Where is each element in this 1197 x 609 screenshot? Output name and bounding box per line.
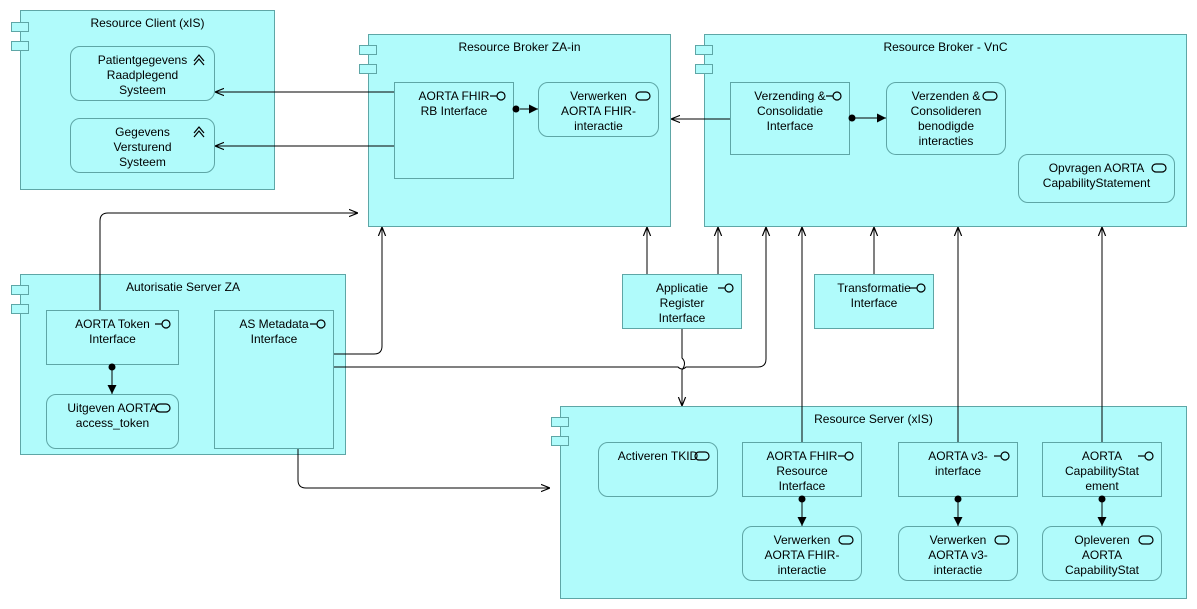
element-aorta-fhir-rb-interface[interactable]: AORTA FHIR RB Interface bbox=[394, 82, 514, 179]
interface-icon bbox=[994, 451, 1010, 461]
element-verwerken-fhir-za[interactable]: Verwerken AORTA FHIR-interactie bbox=[538, 82, 659, 137]
element-verwerken-fhir-rs[interactable]: Verwerken AORTA FHIR-interactie bbox=[742, 526, 862, 581]
component-title: Autorisatie Server ZA bbox=[125, 280, 241, 294]
element-uitgeven-token[interactable]: Uitgeven AORTA access_token bbox=[46, 394, 179, 449]
element-label: Applicatie Register Interface bbox=[655, 281, 709, 325]
connector-register-to-rs bbox=[682, 329, 685, 406]
component-title: Resource Broker - VnC bbox=[883, 40, 1008, 54]
element-aorta-capability-statement[interactable]: AORTA CapabilityStat ement bbox=[1042, 442, 1162, 497]
element-label: AORTA v3-interface bbox=[928, 449, 988, 478]
component-icon-tab bbox=[11, 304, 29, 314]
element-label: Transformatie Interface bbox=[837, 281, 911, 310]
element-label: Verzenden & Consolideren benodigde inter… bbox=[910, 89, 982, 148]
element-label: Activeren TKID bbox=[617, 449, 699, 463]
element-label: Patientgegevens Raadplegend Systeem bbox=[97, 53, 188, 97]
component-icon-tab bbox=[695, 45, 713, 55]
element-verwerken-v3[interactable]: Verwerken AORTA v3-interactie bbox=[898, 526, 1018, 581]
component-icon-tab bbox=[11, 41, 29, 51]
element-opleveren-capability[interactable]: Opleveren AORTA CapabilityStat bbox=[1042, 526, 1162, 581]
service-icon bbox=[994, 535, 1010, 545]
service-icon bbox=[1151, 163, 1167, 173]
element-verzending-consolidatie-interface[interactable]: Verzending & Consolidatie Interface bbox=[730, 82, 850, 155]
interface-icon bbox=[1138, 451, 1154, 461]
component-icon-tab bbox=[359, 64, 377, 74]
service-icon bbox=[155, 403, 171, 413]
interface-icon bbox=[838, 451, 854, 461]
element-label: Opleveren AORTA CapabilityStat bbox=[1064, 533, 1140, 577]
element-as-metadata-interface[interactable]: AS Metadata Interface bbox=[214, 310, 334, 449]
component-title: Resource Broker ZA-in bbox=[458, 40, 581, 54]
element-label: Uitgeven AORTA access_token bbox=[67, 401, 158, 430]
component-icon-tab bbox=[11, 285, 29, 295]
element-aorta-v3-interface[interactable]: AORTA v3-interface bbox=[898, 442, 1018, 497]
element-label: Verwerken AORTA FHIR-interactie bbox=[561, 89, 636, 133]
element-verzenden-consolideren[interactable]: Verzenden & Consolideren benodigde inter… bbox=[886, 82, 1006, 155]
element-activeren-tkid[interactable]: Activeren TKID bbox=[598, 442, 718, 497]
application-process-icon bbox=[193, 54, 205, 66]
element-label: AS Metadata Interface bbox=[239, 317, 309, 346]
element-label: Verwerken AORTA FHIR-interactie bbox=[764, 533, 840, 577]
component-icon-tab bbox=[11, 22, 29, 32]
component-icon-tab bbox=[359, 45, 377, 55]
element-opvragen-capability[interactable]: Opvragen AORTA CapabilityStatement bbox=[1018, 154, 1175, 203]
element-aorta-fhir-resource-interface[interactable]: AORTA FHIR Resource Interface bbox=[742, 442, 862, 497]
service-icon bbox=[635, 91, 651, 101]
element-label: Verzending & Consolidatie Interface bbox=[754, 89, 826, 133]
element-gegevens-versturend[interactable]: Gegevens Versturend Systeem bbox=[70, 118, 215, 173]
element-label: Opvragen AORTA CapabilityStatement bbox=[1042, 161, 1151, 190]
interface-icon bbox=[910, 283, 926, 293]
interface-icon bbox=[155, 319, 171, 329]
service-icon bbox=[1138, 535, 1154, 545]
component-title: Resource Client (xIS) bbox=[90, 16, 205, 30]
application-process-icon bbox=[193, 126, 205, 138]
element-aorta-token-interface[interactable]: AORTA Token Interface bbox=[46, 310, 179, 365]
element-transformatie-interface[interactable]: Transformatie Interface bbox=[814, 274, 934, 329]
element-applicatie-register-interface[interactable]: Applicatie Register Interface bbox=[622, 274, 742, 329]
interface-icon bbox=[826, 91, 842, 101]
component-icon-tab bbox=[551, 417, 569, 427]
element-label: AORTA FHIR Resource Interface bbox=[766, 449, 838, 493]
element-label: AORTA Token Interface bbox=[75, 317, 150, 346]
component-icon-tab bbox=[551, 436, 569, 446]
element-label: AORTA FHIR RB Interface bbox=[418, 89, 490, 118]
element-label: AORTA CapabilityStat ement bbox=[1064, 449, 1140, 493]
element-label: Gegevens Versturend Systeem bbox=[113, 125, 172, 169]
service-icon bbox=[694, 451, 710, 461]
element-label: Verwerken AORTA v3-interactie bbox=[928, 533, 988, 577]
interface-icon bbox=[490, 91, 506, 101]
component-title: Resource Server (xIS) bbox=[814, 412, 933, 426]
interface-icon bbox=[310, 319, 326, 329]
element-patientgegevens[interactable]: Patientgegevens Raadplegend Systeem bbox=[70, 46, 215, 101]
service-icon bbox=[838, 535, 854, 545]
component-icon-tab bbox=[695, 64, 713, 74]
service-icon bbox=[982, 91, 998, 101]
